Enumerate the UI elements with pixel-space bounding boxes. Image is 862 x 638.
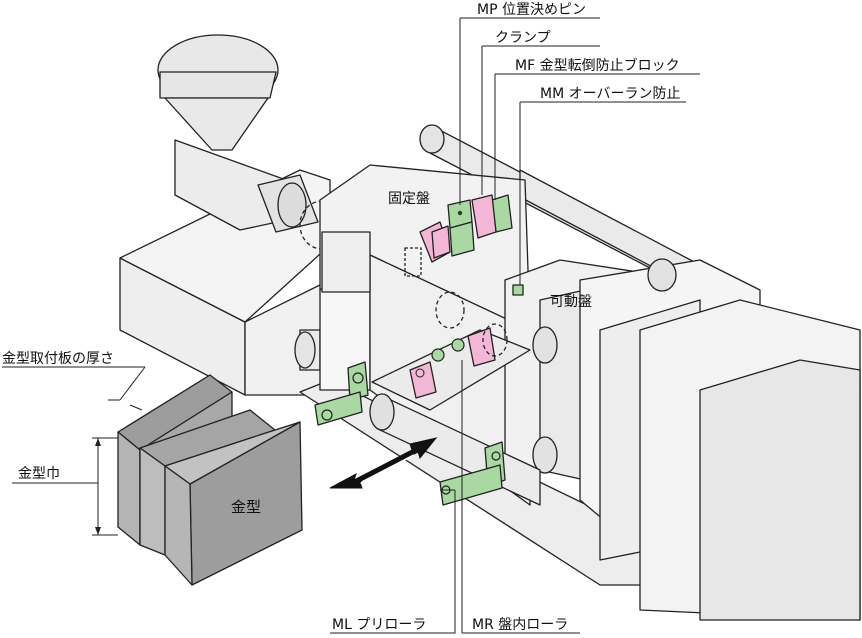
leader-lines bbox=[2, 17, 700, 634]
label-mf: MF 金型転倒防止ブロック bbox=[515, 57, 680, 74]
label-fixed-platen: 固定盤 bbox=[388, 191, 430, 207]
mold bbox=[117, 374, 303, 586]
injection-unit bbox=[157, 34, 345, 250]
pink-parts bbox=[409, 194, 497, 399]
label-mm: MM オーバーラン防止 bbox=[540, 86, 680, 102]
labels: MP 位置決めピン クランプ MF 金型転倒防止ブロック MM オーバーラン防止… bbox=[2, 2, 680, 633]
moving-platen bbox=[504, 258, 861, 621]
label-mr: MR 盤内ローラ bbox=[472, 617, 568, 633]
label-ml: ML プリローラ bbox=[332, 617, 426, 633]
label-mold-plate-thickness: 金型取付板の厚さ bbox=[2, 351, 114, 367]
label-clamp: クランプ bbox=[495, 30, 551, 46]
label-mold: 金型 bbox=[231, 498, 261, 516]
label-mold-width: 金型巾 bbox=[18, 466, 60, 482]
label-mp: MP 位置決めピン bbox=[477, 2, 586, 18]
double-arrow-icon bbox=[329, 437, 438, 489]
label-moving-platen: 可動盤 bbox=[550, 294, 592, 310]
dashed-hidden-features bbox=[435, 291, 508, 357]
